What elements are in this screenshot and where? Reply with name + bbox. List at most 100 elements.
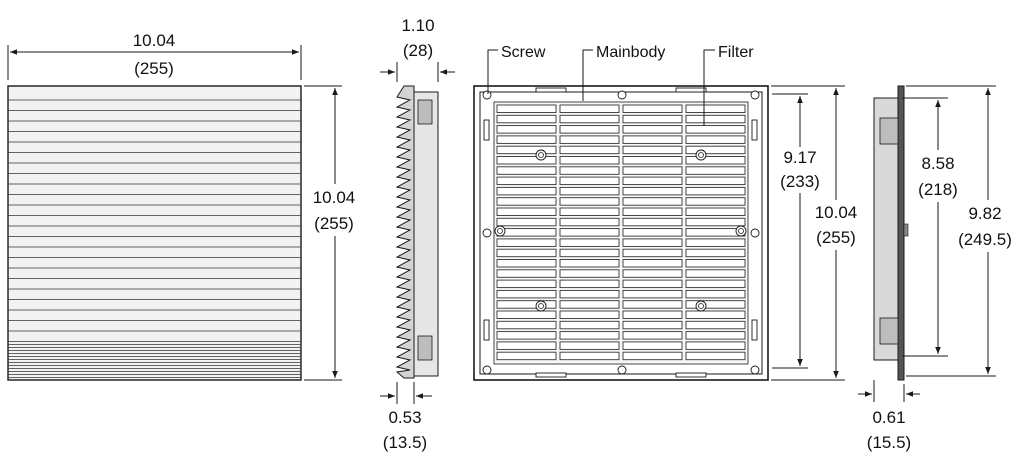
rear-filter-slot [496,341,557,350]
rear-boss-inner [497,228,503,234]
rear-filter-slot [622,125,683,134]
rear-filter-slot [559,197,620,206]
rear-filter-slot [622,114,683,124]
side-louver-profile [395,85,415,379]
rear-boss-outer [735,225,747,237]
rear-filter-slot [496,310,557,319]
rear-filter-slot [622,135,683,144]
rear-filter-slot [685,351,746,361]
right-depth-in: 0.61 [872,408,905,427]
side-depth-mm: (28) [403,41,433,60]
rear-filter-slot [559,207,620,216]
rear-filter-slot [559,351,620,361]
rear-filter-slot [622,207,683,216]
rear-filter-slot [559,125,620,134]
rear-filter-slot [559,300,620,309]
rear-edge-clip [535,87,567,93]
rear-boss-inner [538,152,544,158]
rear-filter-slot [622,300,683,309]
front-height-in: 10.04 [313,188,356,207]
rear-filter-slot [496,135,557,144]
rear-boss-outer [535,300,547,312]
rear-filter-slot [622,166,683,175]
rear-filter-slot [685,300,746,309]
rear-filter-slot [496,248,557,258]
rear-inner-label-bg [776,147,826,193]
rear-filter-slot [622,331,683,340]
rear-filter-slot [622,238,683,247]
rear-filter-slot [685,331,746,340]
rear-screw-hole [750,228,760,238]
side-view-left: 1.10 (28) 0.53 (13.5) [380,16,455,452]
rear-filter-slot [496,289,557,299]
rear-filter-slot [496,217,557,227]
rear-filter-slot [622,289,683,299]
rear-filter-slot [559,114,620,124]
right-overall-label-bg [954,200,1020,252]
right-side-flange [897,85,905,381]
rear-filter-slot [559,289,620,299]
rear-filter-slot [496,207,557,216]
rear-side-clip [751,119,758,141]
rear-outer-height-in: 10.04 [815,203,858,222]
rear-filter-slot [559,320,620,330]
rear-filter-slot [622,269,683,278]
rear-filter-slot [559,186,620,196]
front-height-label-bg [306,184,362,236]
rear-filter-slot [622,341,683,350]
rear-filter-slot [559,259,620,268]
rear-filter-slot [685,166,746,175]
rear-filter-slot [559,176,620,186]
right-overall-height-in: 9.82 [968,204,1001,223]
front-grille-louvers [8,99,301,378]
rear-screw-hole [617,365,627,375]
rear-filter-slot [496,145,557,155]
rear-filter-slot [622,248,683,258]
rear-filter-slot [496,331,557,340]
rear-filter-slot [685,248,746,258]
rear-boss-inner [738,228,744,234]
rear-filter-slot [496,114,557,124]
rear-side-clip [483,319,490,341]
rear-filter-slot [496,269,557,278]
rear-filter-slot [559,228,620,237]
right-overall-height-mm: (249.5) [958,230,1012,249]
rear-filter-slot [685,135,746,144]
rear-filter-slot [496,259,557,268]
rear-filter-slot [559,269,620,278]
rear-boss-outer [535,149,547,161]
rear-filter-slot [685,104,746,113]
rear-side-clip [483,119,490,141]
rear-filter-slot [559,331,620,340]
rear-filter-slot [622,259,683,268]
side-clip-bottom [417,335,433,361]
rear-filter-slot [496,228,557,237]
rear-filter-slot [559,310,620,319]
rear-screw-hole [482,365,492,375]
right-side-clip-bottom [879,317,899,345]
rear-edge-clip [675,87,707,93]
rear-edge-clip [675,372,707,378]
rear-filter-slot [685,197,746,206]
rear-filter-slot [622,197,683,206]
rear-filter-slot [559,238,620,247]
mainbody-leader [582,49,593,101]
rear-filter-slot [685,269,746,278]
rear-filter-slot [622,279,683,289]
rear-filter-slot [496,351,557,361]
rear-filter-slot [559,248,620,258]
rear-filter-slot [622,104,683,113]
side-view-right: 8.58 (218) 9.82 (249.5) 0.61 (15.5) [858,85,1020,452]
rear-filter-slot [685,114,746,124]
rear-filter-slot [496,186,557,196]
right-side-tab [903,223,909,237]
rear-filter-slot [496,279,557,289]
rear-filter-slot [685,125,746,134]
rear-boss-outer [695,300,707,312]
rear-filter-slot [559,341,620,350]
rear-filter-slots [496,104,746,361]
label-filter: Filter [718,44,754,61]
rear-filter-slot [622,320,683,330]
